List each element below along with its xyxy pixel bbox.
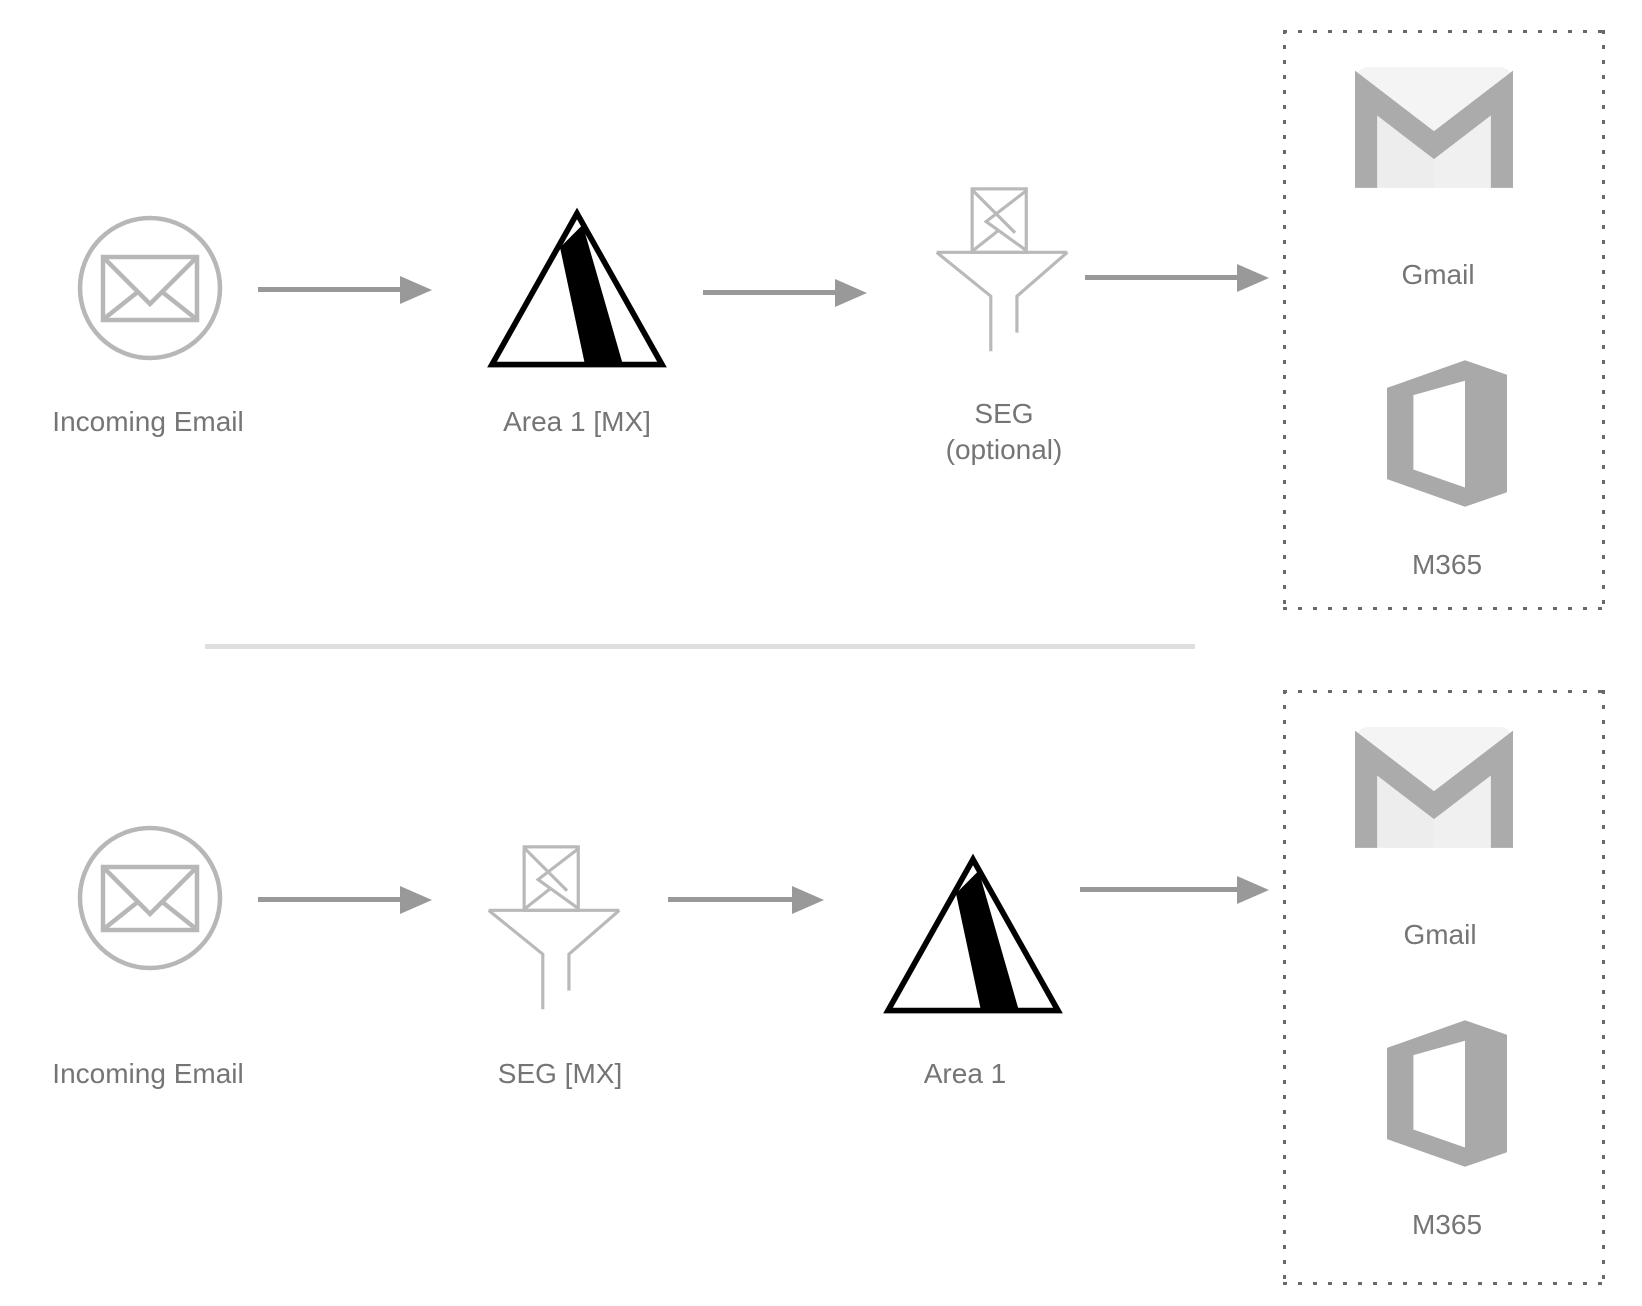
flow2-m365-label: M365 <box>1411 1209 1483 1240</box>
arrow-line <box>258 897 404 902</box>
dotted-border <box>1283 1282 1605 1285</box>
arrow-line <box>1080 887 1237 892</box>
dotted-border <box>1602 30 1605 610</box>
arrow-line <box>258 287 404 292</box>
arrow-head-icon <box>400 886 432 914</box>
incoming-email-icon <box>77 215 223 361</box>
m365-icon <box>1387 1020 1507 1167</box>
dotted-border <box>1283 30 1605 33</box>
flow1-incoming-email-label: Incoming Email <box>52 406 244 437</box>
arrow-head-icon <box>1237 264 1269 292</box>
area1-triangle-icon <box>487 207 667 368</box>
arrow-head-icon <box>400 276 432 304</box>
gmail-icon <box>1355 726 1513 848</box>
dotted-border <box>1283 690 1605 693</box>
flow1-seg-label: SEG (optional) <box>834 396 1174 468</box>
arrow-head-icon <box>835 279 867 307</box>
seg-funnel-icon <box>935 187 1069 352</box>
m365-icon <box>1387 360 1507 507</box>
area1-triangle-icon <box>883 853 1063 1014</box>
seg-funnel-icon <box>487 845 621 1010</box>
arrow-head-icon <box>792 886 824 914</box>
dotted-border <box>1283 690 1286 1285</box>
flow1-area1-label: Area 1 [MX] <box>503 406 651 437</box>
seg-label-sub: (optional) <box>945 434 1063 465</box>
flow2-gmail-label: Gmail <box>1403 919 1477 950</box>
flow2-destination-box <box>1283 690 1605 1285</box>
flow1-m365-label: M365 <box>1411 549 1483 580</box>
dotted-border <box>1283 30 1286 610</box>
section-divider <box>205 644 1195 649</box>
arrow-line <box>703 290 835 295</box>
incoming-email-icon <box>77 825 223 971</box>
flow1-destination-box <box>1283 30 1605 610</box>
dotted-border <box>1602 690 1605 1285</box>
arrow-line <box>668 897 792 902</box>
arrow-line <box>1085 275 1237 280</box>
arrow-head-icon <box>1237 876 1269 904</box>
flow2-area1-label: Area 1 <box>923 1058 1007 1089</box>
gmail-icon <box>1355 66 1513 188</box>
flow1-gmail-label: Gmail <box>1401 259 1475 290</box>
flow2-seg-label: SEG [MX] <box>497 1058 623 1089</box>
dotted-border <box>1283 607 1605 610</box>
flow2-incoming-email-label: Incoming Email <box>52 1058 244 1089</box>
seg-label-main: SEG <box>974 398 1034 429</box>
